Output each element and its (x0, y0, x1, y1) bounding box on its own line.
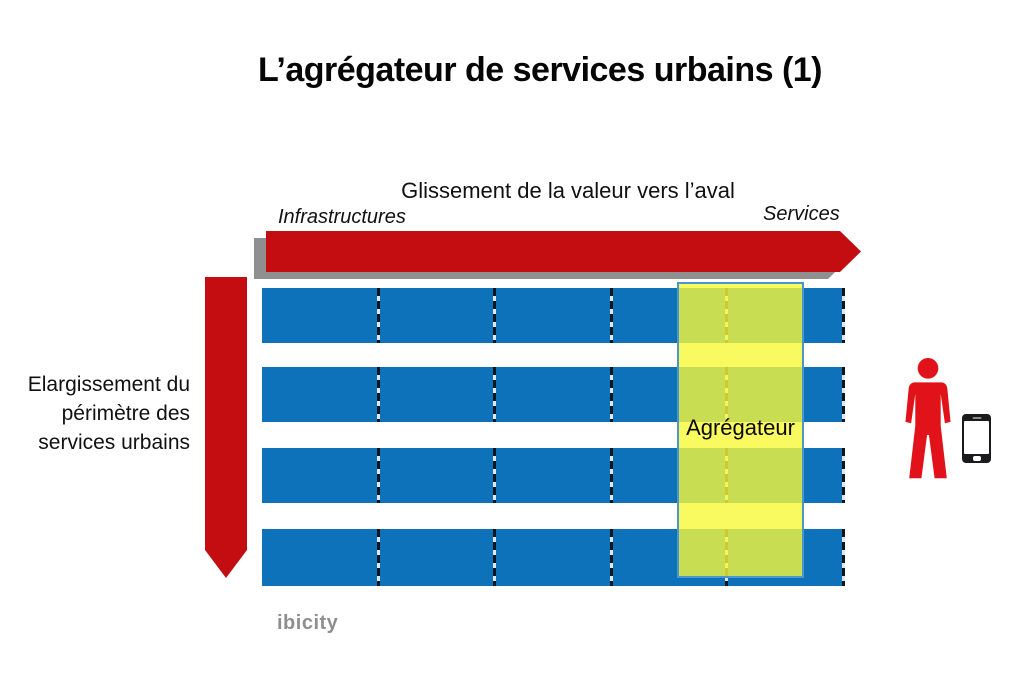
services-label: Services (763, 203, 840, 225)
segment-divider (842, 448, 845, 503)
slide-title: L’agrégateur de services urbains (1) (257, 51, 823, 89)
segment-divider (377, 529, 380, 586)
segment-divider (842, 288, 845, 343)
segment-divider (610, 367, 613, 422)
segment-divider (493, 367, 496, 422)
smartphone-icon (962, 414, 991, 463)
expansion-line-2: périmètre des (61, 402, 190, 425)
phone-home-button (972, 456, 981, 461)
aggregator-overlay: Agrégateur (677, 282, 804, 578)
segment-divider (610, 448, 613, 503)
segment-divider (842, 529, 845, 586)
right-arrow-body (266, 231, 861, 272)
expansion-label: Elargissement du périmètre des services … (0, 370, 190, 457)
segment-divider (610, 288, 613, 343)
phone-speaker (972, 417, 981, 419)
segment-divider (493, 529, 496, 586)
down-arrow-icon (205, 277, 247, 578)
infrastructures-label: Infrastructures (278, 206, 406, 228)
person-icon (905, 358, 951, 479)
expansion-line-1: Elargissement du (27, 373, 190, 396)
segment-divider (377, 448, 380, 503)
segment-divider (610, 529, 613, 586)
value-shift-heading: Glissement de la valeur vers l’aval (401, 178, 735, 203)
phone-screen (964, 421, 989, 454)
segment-divider (493, 288, 496, 343)
segment-divider (377, 288, 380, 343)
brand-logo: ibicity (277, 612, 339, 634)
segment-divider (842, 367, 845, 422)
segment-divider (493, 448, 496, 503)
segment-divider (377, 367, 380, 422)
aggregator-label: Agrégateur (686, 415, 795, 440)
right-arrow-icon (254, 231, 861, 279)
expansion-line-3: services urbains (38, 431, 190, 454)
